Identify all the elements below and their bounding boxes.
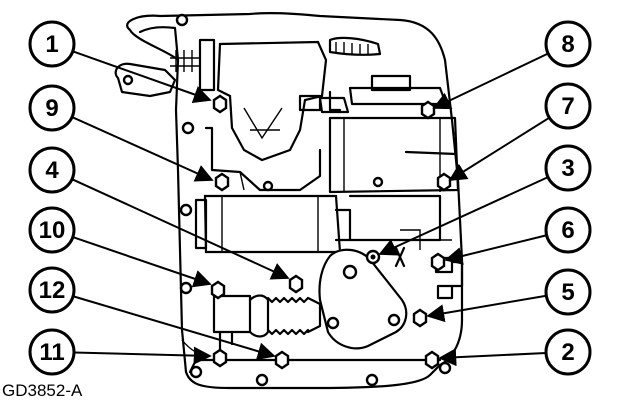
bolt-11 [212,348,228,368]
right-fittings [394,239,464,300]
callout-5: 5 [426,268,592,323]
callout-number: 9 [45,95,58,122]
callout-1: 1 [28,20,212,104]
bolt-6 [430,252,446,272]
leader-line [448,116,550,181]
callout-number: 4 [45,157,59,184]
lower-spool [212,294,322,352]
callout-number: 2 [561,339,574,366]
callout-circle [28,20,76,68]
callout-7: 7 [448,82,592,181]
callout-10: 10 [28,206,212,288]
callout-3: 3 [378,144,592,256]
callout-circle [544,328,592,376]
callout-circle [544,82,592,130]
callout-circle [28,206,76,254]
leader-line [444,234,547,265]
bolt-7 [436,172,452,192]
leader-line [72,236,212,288]
bolt-12 [274,350,290,370]
callout-number: 7 [561,93,574,120]
callout-number: 6 [561,217,574,244]
separator-plate [318,248,408,350]
bolt-4 [288,274,304,294]
leader-line [432,52,549,110]
bolt-1 [212,94,228,114]
callout-2: 2 [438,328,592,376]
callout-number: 3 [561,155,574,182]
callout-11: 11 [28,328,212,376]
leader-line [71,116,214,182]
callout-circle [544,20,592,68]
callout-number: 12 [39,277,66,304]
callout-circle [28,328,76,376]
bolt-10 [210,280,226,300]
bolt-9 [214,172,230,192]
callout-number: 11 [39,339,64,366]
callout-circle [28,266,76,314]
leader-line [438,348,547,367]
callout-circle [544,206,592,254]
callout-8: 8 [432,20,592,110]
callout-12: 12 [28,266,276,361]
leader-line [72,295,276,361]
callout-number: 8 [561,31,574,58]
callouts: 1 8 9 7 4 3 10 6 12 5 11 2 [28,20,592,376]
leader-line [71,178,290,280]
leader-line [378,176,549,256]
callout-4: 4 [28,146,290,280]
callout-9: 9 [28,84,214,182]
leader-line [426,294,547,323]
callout-circle [544,268,592,316]
callout-number: 1 [45,31,58,58]
callout-circle [544,144,592,192]
leader-line [73,346,212,365]
callout-number: 5 [561,279,574,306]
solenoid-block [170,36,382,192]
bolt-8 [420,100,436,120]
callout-number: 10 [39,217,66,244]
callout-circle [28,146,76,194]
callout-circle [28,84,76,132]
callout-6: 6 [444,206,592,265]
bolt-5 [412,308,428,328]
leader-line [72,50,212,104]
figure-code: GD3852-A [2,381,83,400]
bolt-2 [424,350,440,370]
upper-right-spools [298,74,460,194]
